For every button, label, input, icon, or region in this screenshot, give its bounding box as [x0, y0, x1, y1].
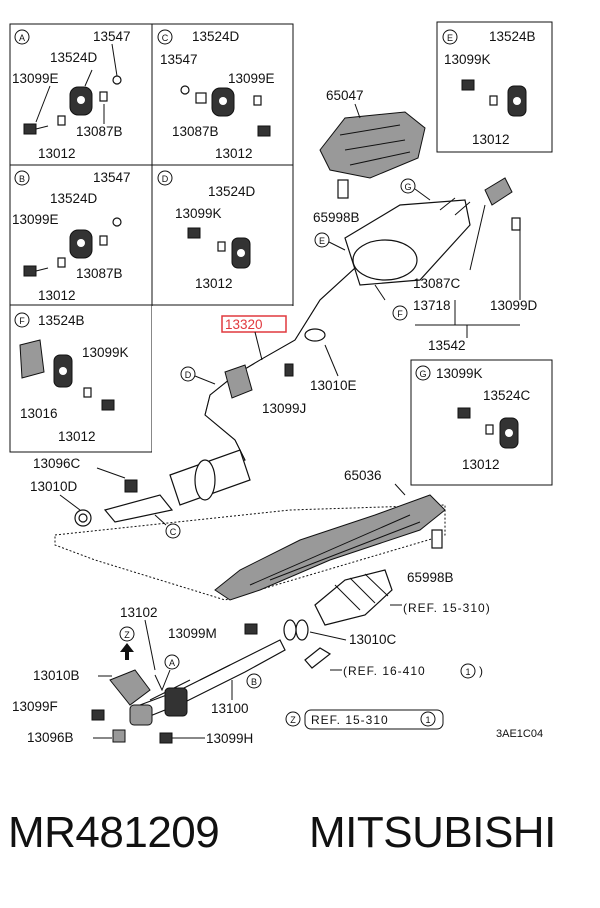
label-13100: 13100 [211, 701, 249, 716]
panel-d-letter: D [162, 174, 169, 184]
panel-f: F 13524B 13099K 13016 13012 [14, 312, 129, 444]
panel-c-label-5: 13012 [215, 146, 253, 161]
ref-15-310-b-num: 1 [425, 715, 430, 725]
panel-d: D 13524D 13099K 13012 [157, 170, 256, 291]
label-13099h: 13099H [206, 731, 253, 746]
panel-b-label-5: 13012 [38, 288, 76, 303]
panel-e-label-2: 13099K [444, 52, 491, 67]
label-13542: 13542 [428, 338, 466, 353]
ref-16-410-close: ) [479, 664, 484, 678]
panel-e-letter: E [447, 33, 453, 43]
label-65998b-top: 65998B [313, 210, 360, 225]
label-13099j: 13099J [262, 401, 306, 416]
callout-d: D [185, 370, 192, 380]
heat-shield-middle: 65036 65998B [214, 468, 454, 601]
front-pipe [109, 639, 286, 726]
callout-c: C [170, 527, 177, 537]
highlight-box-13320 [221, 315, 287, 333]
panel-g: G 13099K 13524C 13012 [410, 359, 553, 486]
panel-g-label-2: 13524C [483, 388, 531, 403]
callout-f: F [397, 309, 403, 319]
panel-c-label-1: 13524D [192, 29, 240, 44]
panel-a-letter: A [19, 33, 25, 43]
panel-e-label-1: 13524B [489, 29, 536, 44]
panel-f-label-1: 13524B [38, 313, 85, 328]
label-13099d: 13099D [490, 298, 538, 313]
panel-a-label-3: 13099E [12, 71, 59, 86]
panel-b-label-1: 13547 [93, 170, 131, 185]
label-13096b: 13096B [27, 730, 74, 745]
panel-a: A 13547 13524D 13099E 13087B 13012 [12, 29, 131, 161]
callout-a: A [169, 658, 175, 668]
panel-c-label-4: 13087B [172, 124, 219, 139]
footer: MR481209 MITSUBISHI [0, 808, 600, 868]
panel-a-label-5: 13012 [38, 146, 76, 161]
callout-b: B [251, 677, 257, 687]
main-pipe [74, 267, 356, 527]
panel-f-label-2: 13099K [82, 345, 129, 360]
panel-g-label-1: 13099K [436, 366, 483, 381]
label-65998b-bottom: 65998B [407, 570, 454, 585]
label-13102: 13102 [120, 605, 158, 620]
panel-d-label-2: 13099K [175, 206, 222, 221]
panel-d-label-3: 13012 [195, 276, 233, 291]
panel-g-letter: G [419, 369, 426, 379]
panel-e-label-3: 13012 [472, 132, 510, 147]
rear-muffler [344, 177, 521, 301]
label-13099f: 13099F [12, 699, 58, 714]
ref-15-310-b: REF. 15-310 [311, 713, 389, 727]
panel-c-label-2: 13547 [160, 52, 198, 67]
panel-b-letter: B [19, 174, 25, 184]
label-13010e: 13010E [310, 378, 357, 393]
heat-shield-upper: 65047 65998B [313, 88, 426, 225]
panel-b-label-3: 13099E [12, 212, 59, 227]
panel-a-label-4: 13087B [76, 124, 123, 139]
panel-c-label-3: 13099E [228, 71, 275, 86]
exhaust-parts-diagram: A 13547 13524D 13099E 13087B 13012 B 135… [9, 21, 553, 746]
panel-g-label-3: 13012 [462, 457, 500, 472]
part-number: MR481209 [8, 808, 220, 857]
panel-b: B 13547 13524D 13099E 13087B 13012 [12, 170, 131, 303]
panel-a-label-1: 13547 [93, 29, 131, 44]
ref-16-410: (REF. 16-410 [343, 664, 426, 678]
panel-d-label-1: 13524D [208, 184, 256, 199]
label-13010c: 13010C [349, 632, 397, 647]
callout-z: Z [124, 630, 130, 640]
callout-g: G [404, 182, 411, 192]
label-13010b: 13010B [33, 668, 80, 683]
panel-a-label-2: 13524D [50, 50, 98, 65]
callout-e: E [319, 236, 325, 246]
panel-c-letter: C [162, 33, 169, 43]
panel-b-label-4: 13087B [76, 266, 123, 281]
diagram-code: 3AE1C04 [496, 728, 543, 740]
callout-z-2: Z [290, 715, 296, 725]
panel-c: C 13524D 13547 13099E 13087B 13012 [157, 29, 275, 161]
label-13718: 13718 [413, 298, 451, 313]
panel-b-label-2: 13524D [50, 191, 98, 206]
label-65047: 65047 [326, 88, 364, 103]
label-13010d: 13010D [30, 479, 78, 494]
ref-16-410-num: 1 [465, 667, 470, 677]
label-13087c: 13087C [413, 276, 461, 291]
label-65036: 65036 [344, 468, 382, 483]
panel-f-letter: F [19, 316, 25, 326]
ref-15-310-a: (REF. 15-310) [403, 601, 491, 615]
catalytic-converter [283, 569, 393, 641]
label-13099m: 13099M [168, 626, 217, 641]
label-13096c: 13096C [33, 456, 81, 471]
brand-name: MITSUBISHI [309, 808, 556, 857]
label-13320: 13320 [225, 317, 263, 332]
callouts: E G F D C A B [154, 178, 431, 689]
panel-f-label-3: 13016 [20, 406, 58, 421]
panel-e: E 13524B 13099K 13012 [436, 21, 553, 153]
panel-f-label-4: 13012 [58, 429, 96, 444]
